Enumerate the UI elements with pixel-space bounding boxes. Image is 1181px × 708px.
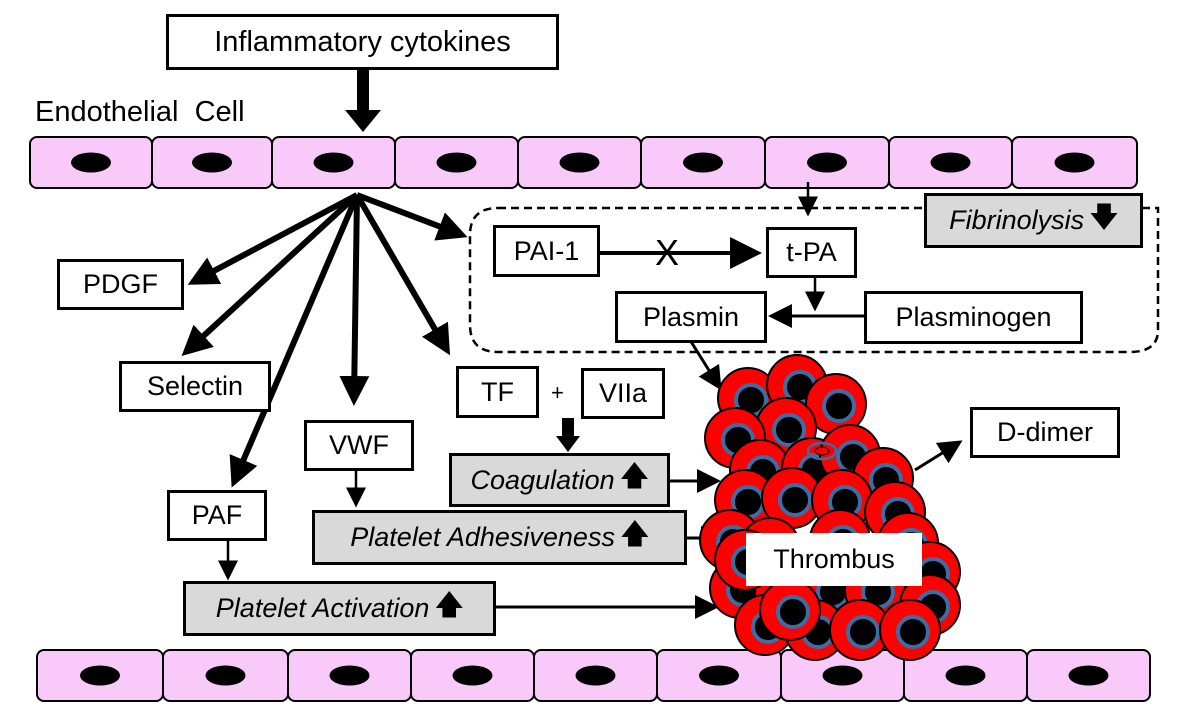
cell-nucleus <box>313 152 354 173</box>
arrow-to-tf <box>354 193 451 356</box>
cell-nucleus <box>1068 665 1109 686</box>
plasminogen-box: Plasminogen <box>864 291 1083 344</box>
platelet-adhesiveness-label: Platelet Adhesiveness <box>350 522 615 552</box>
up-arrow-icon: 🡅 <box>435 589 464 620</box>
arrow-thrombus-to-ddimer <box>914 440 963 472</box>
coagulation-label: Coagulation <box>470 464 615 495</box>
endothelial-layer-bottom <box>36 649 1151 702</box>
inhibition-cross: X <box>655 232 680 273</box>
tpa-box: t-PA <box>766 227 857 278</box>
arrow-to-vwf <box>339 194 370 406</box>
paf-box: PAF <box>167 490 267 541</box>
fibrinolysis-region <box>468 206 1160 354</box>
pai1-box: PAI-1 <box>493 225 600 277</box>
endothelial-label: Endothelial Cell <box>35 96 245 128</box>
cell-nucleus <box>822 665 863 686</box>
cell-nucleus <box>930 152 971 173</box>
plus-sign: + <box>551 380 564 405</box>
platelet-activation-box: Platelet Activation 🡅 <box>183 581 496 636</box>
cell-nucleus <box>205 665 246 686</box>
endothelial-layer-top <box>29 136 1138 189</box>
thrombus-cluster <box>699 354 961 661</box>
plasmin-box: Plasmin <box>615 291 767 343</box>
cell-nucleus <box>559 152 600 173</box>
arrow-to-pai1 <box>355 192 468 241</box>
ddimer-box: D-dimer <box>970 407 1120 458</box>
selectin-box: Selectin <box>119 361 271 412</box>
thrombus-label-box: Thrombus <box>746 533 922 586</box>
arrow-to-paf <box>229 193 360 488</box>
tf-box: TF <box>456 366 539 418</box>
coagulation-box: Coagulation 🡅 <box>449 453 670 507</box>
cell-nucleus <box>683 152 723 173</box>
cell-nucleus <box>575 665 616 686</box>
cell-nucleus <box>329 665 370 686</box>
cell-nucleus <box>71 152 111 173</box>
fibrin-ring <box>806 441 838 461</box>
cell-nucleus <box>945 665 986 686</box>
vwf-box: VWF <box>304 420 414 471</box>
down-arrow-icon: 🡇 <box>1090 201 1118 232</box>
radial-arrows <box>181 192 468 488</box>
platelet-adhesiveness-box: Platelet Adhesiveness 🡅 <box>312 510 687 565</box>
arrow-plasmin-to-thrombus <box>688 339 722 391</box>
up-arrow-icon: 🡅 <box>620 518 649 549</box>
viia-box: VIIa <box>581 368 665 419</box>
cell-nucleus <box>436 152 477 173</box>
fibrinolysis-box: Fibrinolysis 🡇 <box>924 193 1143 248</box>
cell-nucleus <box>80 665 120 686</box>
pdgf-box: PDGF <box>57 259 184 310</box>
cell-nucleus <box>192 152 232 173</box>
platelet-activation-label: Platelet Activation <box>215 593 430 623</box>
cytokines-box: Inflammatory cytokines <box>166 14 559 70</box>
cell-nucleus <box>1054 152 1095 173</box>
cytokine-arrow-head <box>345 110 381 132</box>
arrow-to-pdgf <box>187 192 359 285</box>
up-arrow-icon: 🡅 <box>620 461 649 491</box>
fibrinolysis-label: Fibrinolysis <box>949 205 1085 235</box>
cell-nucleus <box>807 152 847 173</box>
arrow-to-selectin <box>181 192 360 357</box>
cell-nucleus <box>699 665 739 686</box>
cell-nucleus <box>452 665 493 686</box>
